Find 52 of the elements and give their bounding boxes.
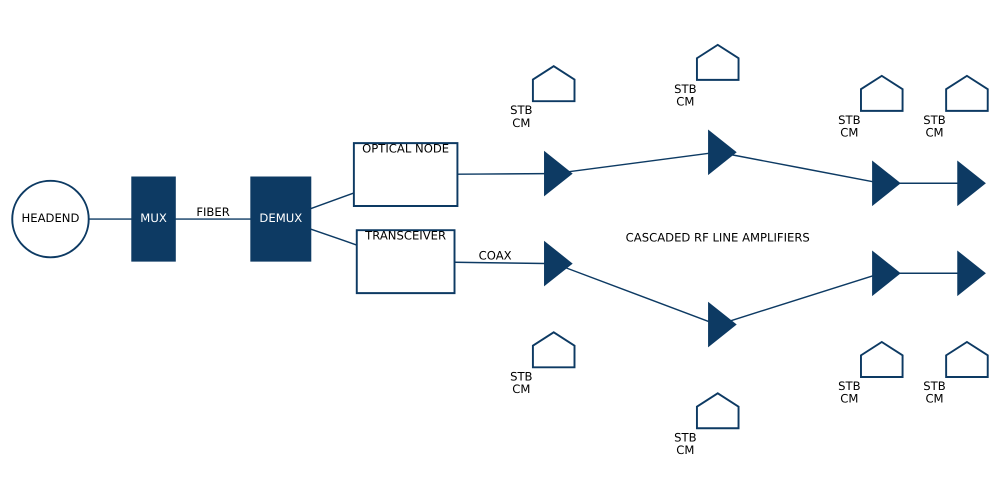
- connector: [900, 182, 958, 184]
- node-label: CM: [512, 115, 530, 130]
- node-label: STB: [674, 430, 697, 444]
- node-circle: HEADEND: [11, 179, 90, 258]
- node-box: TRANSCEIVER: [356, 228, 456, 294]
- node-triangle: [708, 301, 737, 347]
- edge-label: FIBER: [196, 204, 230, 218]
- node-label: CM: [840, 391, 858, 406]
- node-box: MUX: [131, 176, 176, 262]
- node-triangle: [544, 240, 573, 286]
- node-house: [945, 340, 989, 378]
- label: CASCADED RF LINE AMPLIFIERS: [626, 230, 810, 244]
- node-label: CM: [676, 94, 694, 108]
- node-label: CM: [676, 442, 694, 456]
- node-house: [696, 43, 740, 80]
- connector: [458, 172, 545, 174]
- node-label: CM: [925, 391, 944, 406]
- node-house: [945, 74, 989, 112]
- connector: [730, 274, 874, 321]
- node-label: STB: [838, 378, 861, 392]
- connector: [174, 218, 251, 220]
- node-label: CM: [512, 381, 530, 396]
- connector: [900, 272, 958, 274]
- node-house: [532, 64, 576, 102]
- connector: [732, 154, 873, 182]
- node-label: STB: [674, 81, 697, 96]
- node-label: CM: [925, 124, 944, 139]
- node-label: STB: [510, 102, 533, 117]
- node-house: [532, 330, 576, 368]
- node-box: DEMUX: [250, 176, 312, 262]
- node-triangle: [872, 160, 901, 206]
- node-triangle: [708, 128, 737, 175]
- node-label: STB: [838, 112, 861, 126]
- node-house: [860, 340, 904, 378]
- node-label: STB: [923, 112, 946, 126]
- node-triangle: [872, 250, 901, 296]
- node-house: [860, 74, 904, 112]
- node-triangle: [544, 150, 573, 196]
- node-label: STB: [923, 378, 946, 392]
- node-triangle: [957, 160, 986, 206]
- connector: [88, 218, 132, 220]
- connector: [310, 192, 354, 209]
- node-house: [696, 392, 740, 429]
- node-label: CM: [840, 124, 858, 139]
- connector: [310, 228, 357, 246]
- node-label: STB: [510, 368, 533, 383]
- edge-label: COAX: [478, 248, 512, 262]
- connector: [454, 261, 545, 264]
- node-box: OPTICAL NODE: [352, 142, 458, 206]
- connector: [568, 152, 709, 172]
- connector: [566, 266, 710, 322]
- node-triangle: [957, 250, 986, 296]
